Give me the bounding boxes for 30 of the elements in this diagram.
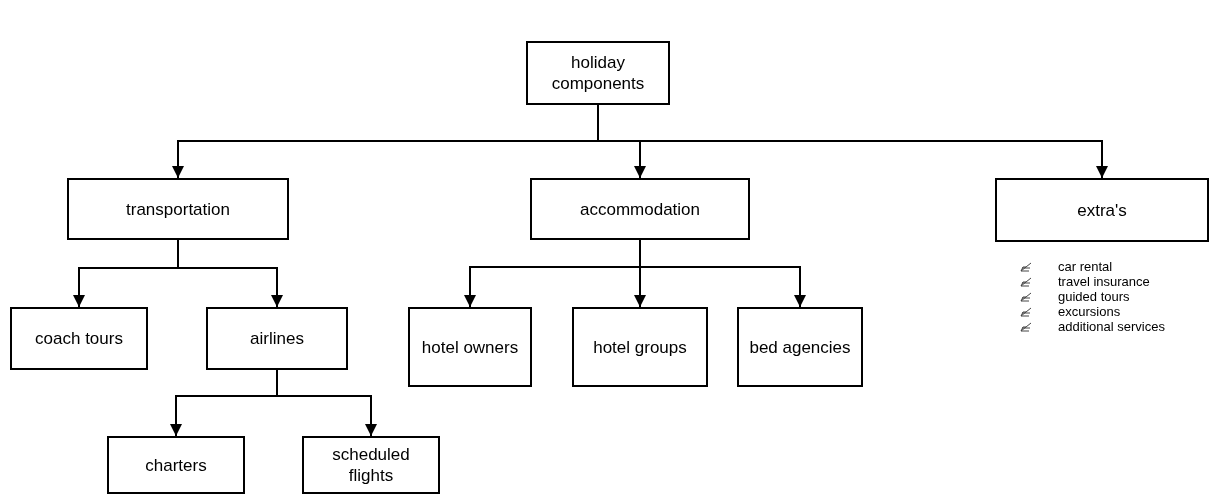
list-item: additional services: [1058, 319, 1165, 334]
node-label: hotel groups: [592, 336, 688, 358]
category-box: [408, 307, 532, 387]
arrow: [276, 369, 377, 437]
node-label: coach tours: [34, 328, 124, 349]
category-box: [67, 178, 289, 240]
node-label: transportation: [125, 198, 231, 220]
node-label: airlines: [249, 328, 305, 349]
node-label: scheduled flights: [331, 444, 411, 486]
category-box: [10, 307, 148, 370]
category-box: [107, 436, 245, 494]
category-box: [206, 307, 348, 370]
category-box: [526, 41, 670, 105]
list-item: travel insurance: [1058, 274, 1150, 289]
list-item: excursions: [1058, 304, 1121, 319]
node-label: bed agencies: [748, 336, 852, 358]
node-label: hotel owners: [420, 336, 520, 358]
category-box: [572, 307, 708, 387]
list-item: guided tours: [1058, 289, 1130, 304]
arrow: [177, 239, 283, 308]
node-label: holiday components: [550, 52, 646, 94]
node-label: extra's: [1076, 199, 1128, 221]
node-label: charters: [144, 454, 208, 476]
category-box: [302, 436, 440, 494]
arrow: [639, 239, 806, 308]
category-box: [737, 307, 863, 387]
list-item: car rental: [1058, 259, 1113, 274]
category-box: [995, 178, 1209, 242]
node-label: accommodation: [579, 198, 701, 220]
category-box: [530, 178, 750, 240]
